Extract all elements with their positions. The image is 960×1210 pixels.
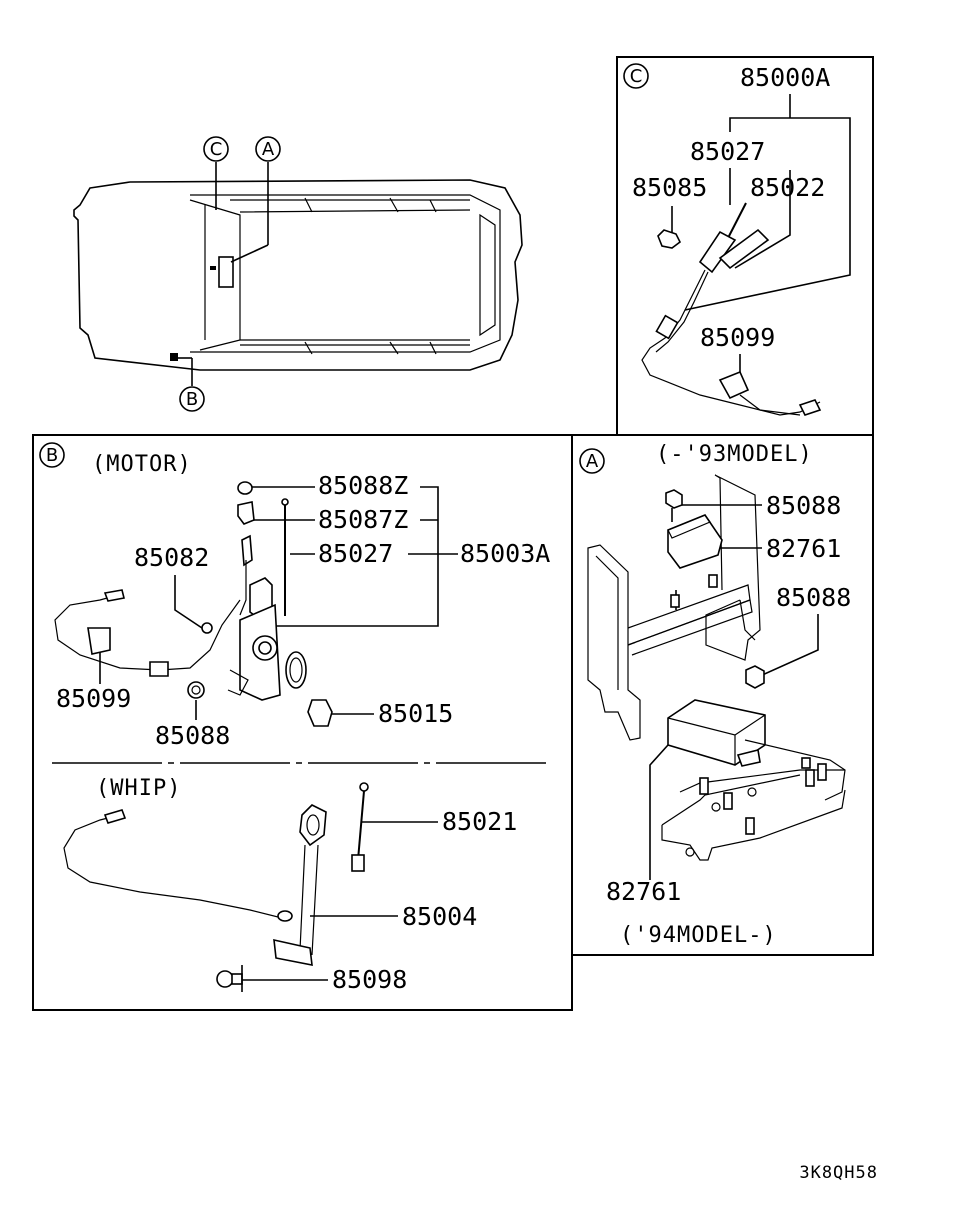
model-top-title: (-'93MODEL) bbox=[656, 442, 813, 467]
label-85027-b: 85027 bbox=[318, 539, 393, 568]
label-85087z: 85087Z bbox=[318, 505, 408, 534]
label-85085: 85085 bbox=[632, 173, 707, 202]
panel-b: B (MOTOR) 85088Z 85087Z 85027 85003A 850… bbox=[32, 434, 573, 1011]
label-85088-a-mid: 85088 bbox=[776, 583, 851, 612]
diagram-code: 3K8QH58 bbox=[799, 1163, 878, 1183]
label-85098: 85098 bbox=[332, 965, 407, 994]
panel-a-tag: A bbox=[586, 451, 599, 472]
label-85082: 85082 bbox=[134, 543, 209, 572]
model-bottom-title: ('94MODEL-) bbox=[620, 923, 777, 948]
label-85027-c: 85027 bbox=[690, 137, 765, 166]
label-85099-c: 85099 bbox=[700, 323, 775, 352]
callout-c-vehicle: C bbox=[203, 136, 229, 162]
whip-title: (WHIP) bbox=[96, 776, 181, 801]
callout-b-vehicle: B bbox=[179, 386, 205, 412]
label-85088-a-top: 85088 bbox=[766, 491, 841, 520]
label-85000a: 85000A bbox=[740, 63, 830, 92]
label-85022: 85022 bbox=[750, 173, 825, 202]
callout-b-text: B bbox=[186, 389, 198, 410]
vehicle-top-view bbox=[73, 162, 523, 386]
label-85088-b: 85088 bbox=[155, 721, 230, 750]
panel-a: A (-'93MODEL) ('94MODEL-) 85088 82761 85… bbox=[571, 434, 874, 956]
a-top-bracket-drawing bbox=[587, 474, 765, 741]
a-bottom-bracket-drawing bbox=[661, 699, 846, 861]
label-82761-a-bottom: 82761 bbox=[606, 877, 681, 906]
callout-a-text: A bbox=[262, 139, 275, 160]
panel-c-tag: C bbox=[630, 66, 643, 87]
label-85003a: 85003A bbox=[460, 539, 550, 568]
motor-antenna-drawing bbox=[54, 481, 333, 727]
label-85004: 85004 bbox=[402, 902, 477, 931]
label-82761-a-top: 82761 bbox=[766, 534, 841, 563]
label-85099-b: 85099 bbox=[56, 684, 131, 713]
label-85021: 85021 bbox=[442, 807, 517, 836]
motor-title: (MOTOR) bbox=[92, 452, 192, 477]
panel-b-tag: B bbox=[46, 445, 58, 466]
whip-antenna-drawing bbox=[63, 782, 369, 992]
callout-c-text: C bbox=[210, 139, 223, 160]
callout-a-vehicle: A bbox=[255, 136, 281, 162]
panel-c: C 85000A 85027 85085 85022 85099 bbox=[616, 56, 874, 436]
c-antenna-assembly bbox=[641, 202, 822, 416]
label-85088z: 85088Z bbox=[318, 471, 408, 500]
label-85015: 85015 bbox=[378, 699, 453, 728]
